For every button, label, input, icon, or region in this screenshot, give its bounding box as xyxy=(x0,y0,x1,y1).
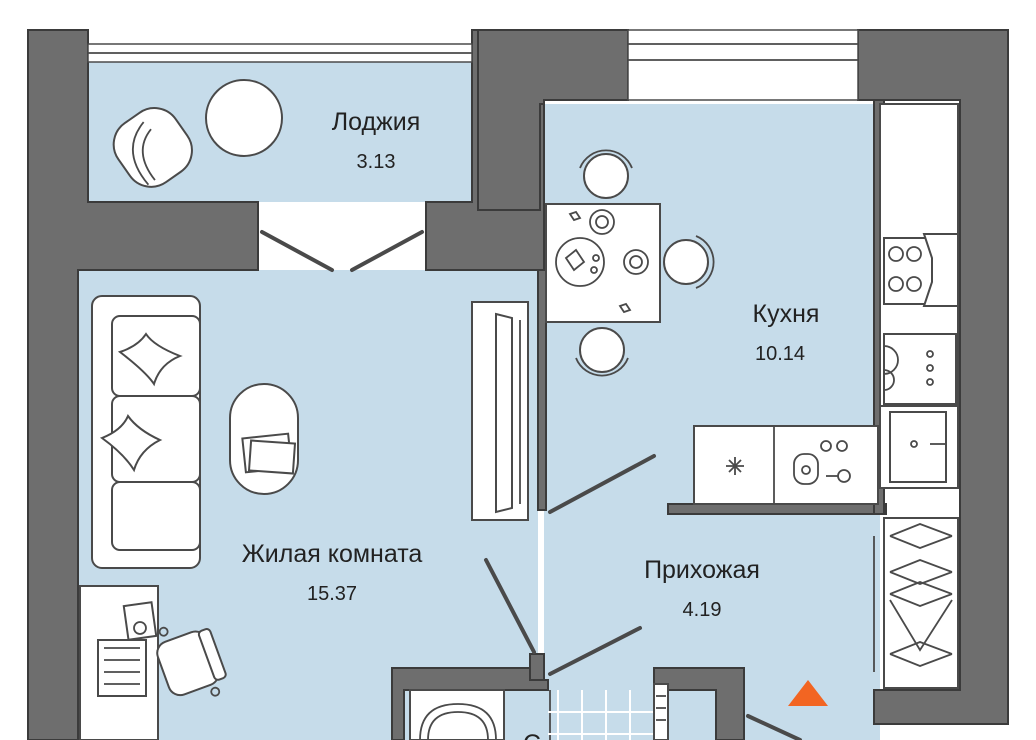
doors xyxy=(260,230,802,740)
kitchen-door xyxy=(548,454,656,514)
shower-icon xyxy=(409,689,505,740)
bathroom-furniture xyxy=(409,683,669,740)
dining-chair-right-icon xyxy=(663,235,715,289)
loggia-door-left xyxy=(260,230,334,272)
loggia-door-right xyxy=(350,230,424,272)
loggia-center-pier xyxy=(425,29,545,271)
kitchen-area: 10.14 xyxy=(755,343,805,365)
fridge-appliances-icon xyxy=(693,425,879,505)
desk-icon xyxy=(79,585,159,740)
left-bottom-wall-stub xyxy=(529,653,545,681)
sofa-icon xyxy=(91,295,201,569)
living-furniture xyxy=(79,295,529,740)
washing-icon xyxy=(793,440,851,485)
office-chair-icon xyxy=(156,626,227,697)
walls xyxy=(27,29,1009,740)
bathroom-door xyxy=(548,626,642,676)
kitchen-partition-wall xyxy=(537,269,547,511)
loggia-name: Лоджия xyxy=(332,108,421,136)
hallway-name: Прихожая xyxy=(644,556,760,584)
loggia-furniture xyxy=(112,79,283,188)
kitchen-hall-partition xyxy=(667,503,887,515)
left-exterior-wall xyxy=(27,29,259,740)
hallway-area: 4.19 xyxy=(683,599,722,621)
wardrobe-icon xyxy=(873,517,959,689)
kitchen-furniture xyxy=(545,103,959,505)
snowflake-icon xyxy=(726,457,744,475)
dining-table-icon xyxy=(545,203,661,323)
armchair-icon xyxy=(112,107,193,188)
dining-chair-bottom-icon xyxy=(575,327,629,377)
room-labels: Лоджия 3.13 Кухня 10.14 Жилая комната 15… xyxy=(242,108,820,740)
living-door xyxy=(484,558,536,654)
coffee-table-icon xyxy=(229,383,299,495)
bathroom-right-wall xyxy=(653,667,745,740)
windows xyxy=(87,29,859,101)
entrance-triangle-icon xyxy=(788,680,828,706)
bathroom-name: С xyxy=(523,730,541,740)
dining-chair-top-icon xyxy=(579,149,633,199)
living-name: Жилая комната xyxy=(242,540,423,568)
entrance-door xyxy=(746,714,802,740)
round-table-icon xyxy=(205,79,283,157)
kitchen-counter-icon xyxy=(879,103,959,489)
radiator-icon xyxy=(653,683,669,740)
kitchen-window xyxy=(627,29,859,101)
tv-stand-icon xyxy=(471,301,529,521)
tile-grid xyxy=(548,690,654,740)
right-exterior-wall xyxy=(857,29,1009,725)
living-area: 15.37 xyxy=(307,583,357,605)
kitchen-name: Кухня xyxy=(753,300,820,328)
hallway-furniture xyxy=(788,517,959,706)
loggia-area: 3.13 xyxy=(357,151,396,173)
